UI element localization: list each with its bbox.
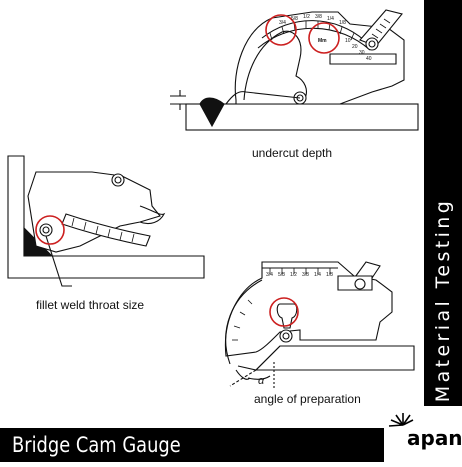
angle-scale-label: 1/4 <box>314 272 321 278</box>
sunburst-icon <box>388 413 414 427</box>
angle-top-ticks <box>269 268 331 274</box>
undercut-highlight-left <box>265 14 297 46</box>
top-mid-label: 40 <box>366 56 372 62</box>
undercut-caption: undercut depth <box>252 146 333 160</box>
angle-diagram <box>224 261 415 388</box>
top-mid-label: 10 <box>345 38 351 44</box>
fillet-pivot-top <box>111 173 125 187</box>
undercut-depth-marker <box>170 90 186 110</box>
top-scale-label: 3/4 <box>279 20 286 26</box>
angle-scale-label: 3/4 <box>266 272 273 278</box>
undercut-weld-bead <box>199 97 225 128</box>
angle-caption: angle of preparation <box>254 392 361 406</box>
angle-scale-label: 5/8 <box>278 272 285 278</box>
angle-scale-label: 1/2 <box>290 272 297 278</box>
top-scale-label: 3/8 <box>315 14 322 20</box>
top-mid-label: 20 <box>352 44 358 50</box>
fillet-highlight <box>35 215 65 245</box>
undercut-plate <box>185 103 419 131</box>
angle-highlight <box>269 297 299 327</box>
category-sidebar <box>424 0 462 428</box>
fillet-arc-scale <box>61 213 151 247</box>
top-scale-label: 5/8 <box>291 16 298 22</box>
angle-scale-label: 3/8 <box>302 272 309 278</box>
angle-dashed-line <box>229 369 257 387</box>
mm-label: Mm <box>318 38 327 44</box>
angle-outer-arc <box>225 279 263 365</box>
undercut-arc-scale-outer <box>257 27 371 51</box>
scale-labels: 3/4 5/8 1/2 3/8 1/4 1/8 10 20 30 40 Mm 3… <box>266 14 372 278</box>
fillet-caption: fillet weld throat size <box>36 298 145 312</box>
fillet-cam-hook <box>139 205 166 225</box>
brand-logo: apan <box>407 426 462 450</box>
undercut-slider <box>329 53 397 65</box>
top-scale-label: 1/2 <box>303 14 310 20</box>
fillet-pivot-bottom <box>39 223 53 237</box>
angle-bevel <box>237 345 281 371</box>
angle-arc-indicator <box>247 375 271 380</box>
fillet-plate-l <box>7 155 205 279</box>
angle-scale-label: 1/8 <box>326 272 333 278</box>
top-scale-label: 1/8 <box>339 20 346 26</box>
undercut-ruler-ticks <box>371 18 391 39</box>
product-title: Bridge Cam Gauge <box>12 433 181 457</box>
top-mid-label: 30 <box>359 50 365 56</box>
angle-pivot <box>279 329 293 343</box>
undercut-highlight-right <box>308 22 340 54</box>
angle-arc-ticks <box>232 299 253 341</box>
undercut-pointer <box>225 91 301 105</box>
fillet-pointer-leg <box>45 235 72 287</box>
undercut-diagram <box>170 9 419 131</box>
undercut-pivot-top <box>365 37 379 51</box>
fillet-arc-ticks <box>71 217 135 243</box>
angle-plate <box>254 345 415 371</box>
angle-pivot-top <box>354 278 366 290</box>
undercut-arc-scale <box>261 20 365 41</box>
fillet-gauge-body <box>27 171 161 253</box>
top-scale-label: 1/4 <box>327 16 334 22</box>
fillet-diagram <box>7 155 205 287</box>
category-label: Material Testing <box>432 197 454 403</box>
alpha-symbol: α <box>258 375 265 387</box>
